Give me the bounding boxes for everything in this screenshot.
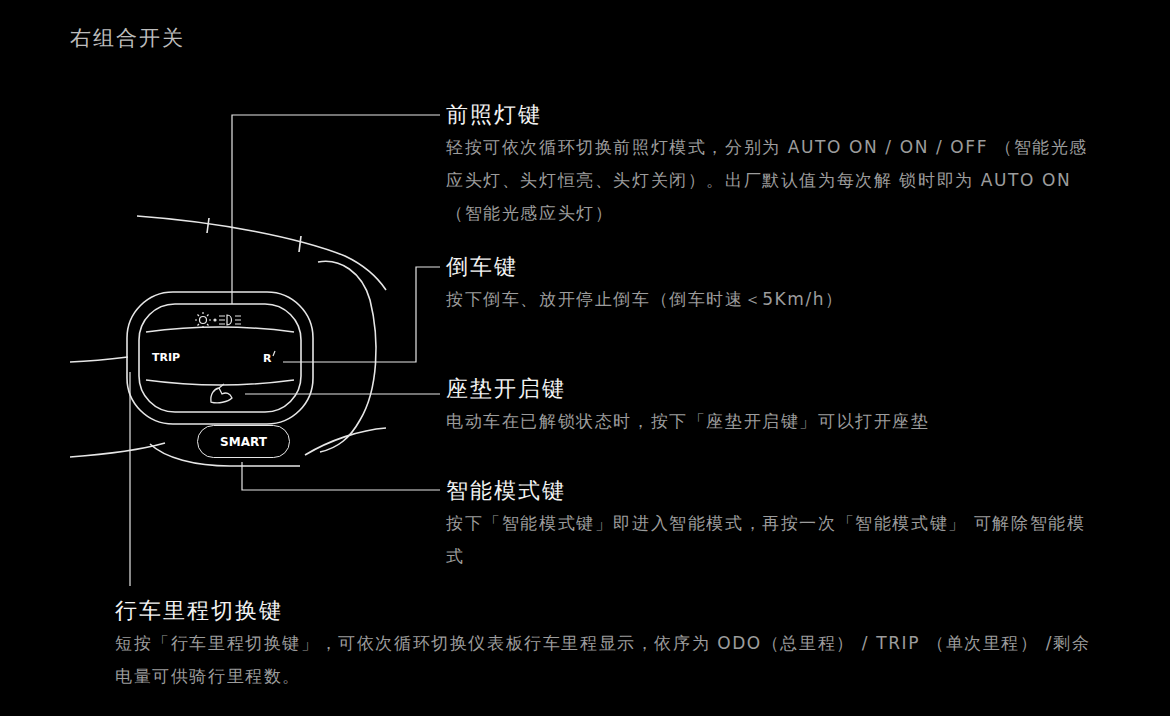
housing-outline: [207, 218, 209, 233]
leader-line: [130, 115, 440, 586]
housing-outline: [305, 428, 386, 455]
button-label: TRIP: [152, 351, 180, 365]
switch-pad: [127, 292, 313, 424]
callout-text: 电动车在已解锁状态时，按下「座垫开启键」可以打开座垫: [446, 405, 1091, 438]
callout-heading: 行车里程切换键: [115, 596, 283, 626]
callout-heading: 前照灯键: [446, 100, 542, 130]
callout-text: 轻按可依次循环切换前照灯模式，分别为 AUTO ON / ON / OFF （智…: [446, 131, 1091, 230]
reverse-mark: [273, 351, 275, 356]
callout-text: 按下「智能模式键」即进入智能模式，再按一次「智能模式键」 可解除智能模式: [446, 507, 1091, 573]
housing-outline: [318, 261, 376, 452]
button-divider: [146, 380, 294, 385]
callout-heading: 智能模式键: [446, 476, 566, 506]
leader-line: [245, 393, 440, 394]
housing-outline: [70, 357, 128, 362]
leader-line: [129, 372, 130, 586]
callout-text: 按下倒车、放开停止倒车（倒车时速＜5Km/h）: [446, 283, 1091, 316]
leader-line: [232, 115, 440, 304]
button-label: R: [263, 352, 271, 366]
switch-pad-inner: [139, 304, 301, 412]
callout-heading: 座垫开启键: [446, 374, 566, 404]
leader-line: [242, 462, 440, 490]
headlight-icon: [195, 312, 241, 328]
seat-icon: [211, 384, 232, 403]
smart-button: SMART: [197, 425, 290, 458]
callout-heading: 倒车键: [446, 252, 518, 282]
button-divider: [146, 327, 294, 332]
housing-outline: [137, 216, 386, 290]
page-title: 右组合开关: [70, 24, 185, 52]
housing-outline: [299, 236, 301, 252]
callout-text: 短按「行车里程切换键」，可依次循环切换仪表板行车里程显示，依序为 ODO（总里程…: [115, 627, 1100, 693]
button-label: SMART: [220, 435, 267, 449]
leader-line: [283, 267, 440, 362]
